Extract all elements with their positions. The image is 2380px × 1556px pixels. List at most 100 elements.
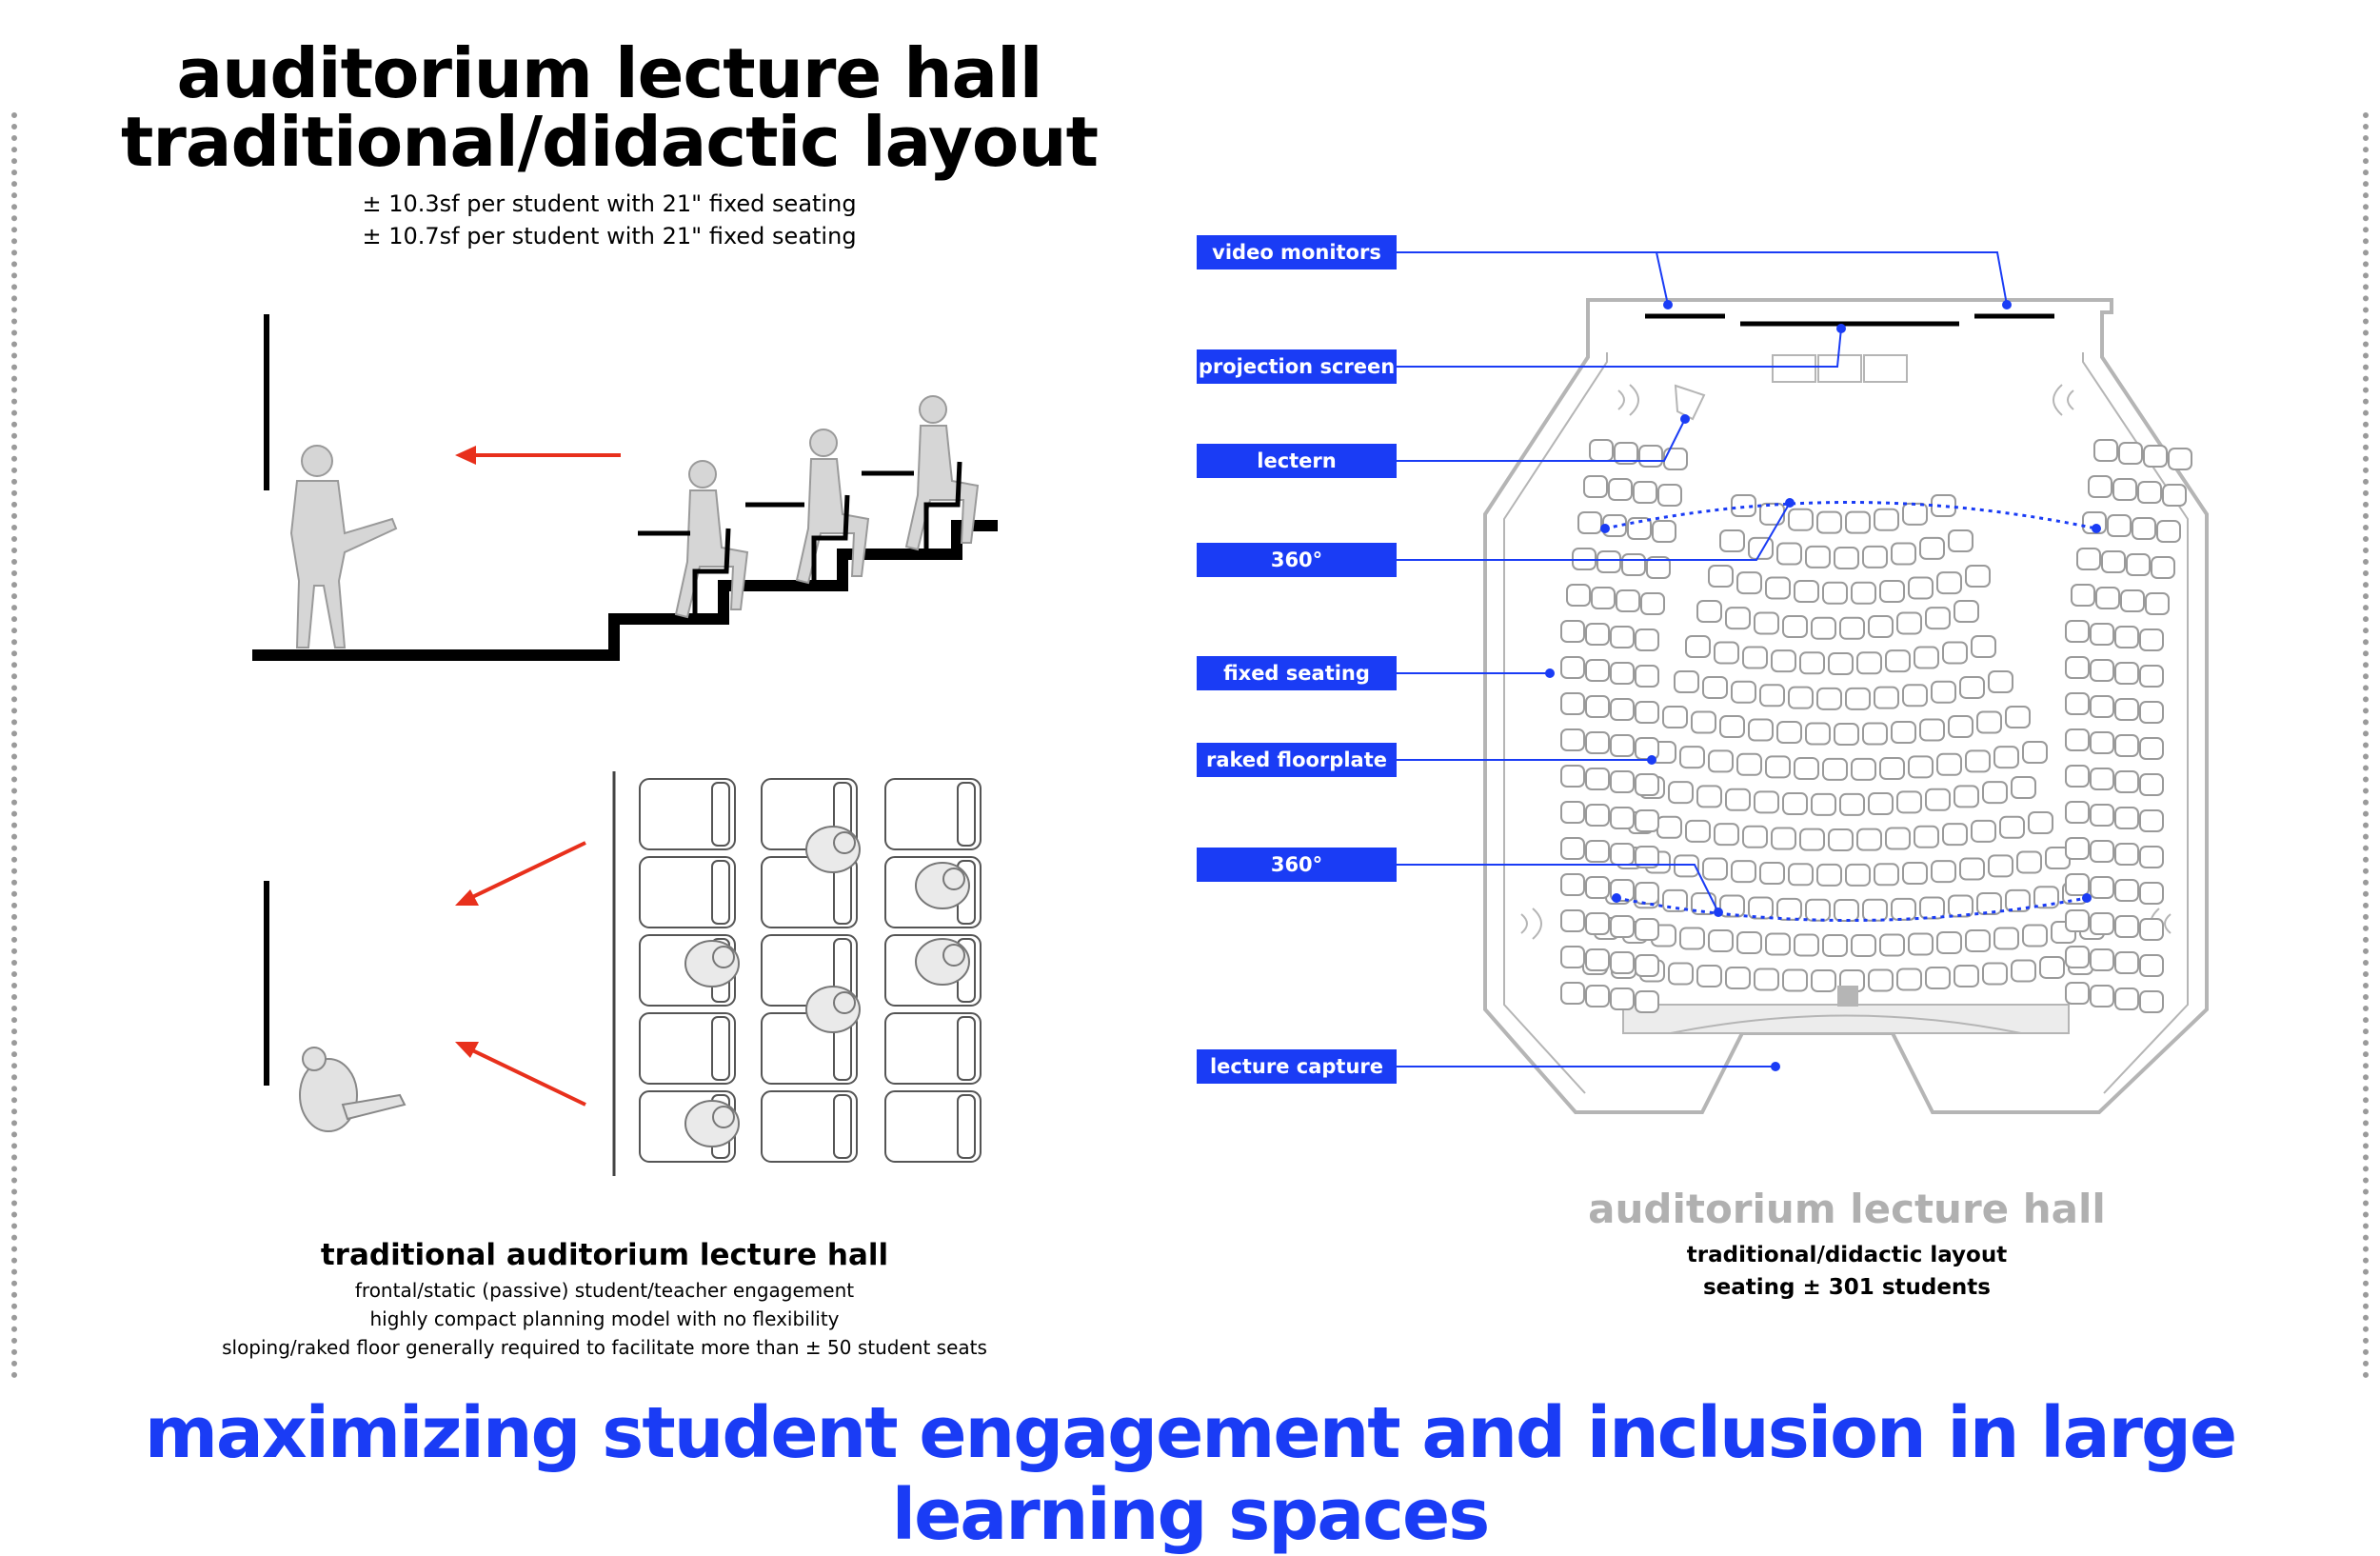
side-seat <box>2168 448 2192 470</box>
seat <box>1822 757 1848 781</box>
seat <box>1822 581 1848 605</box>
side-seat <box>2114 879 2139 902</box>
side-seat <box>1635 701 1659 724</box>
side-seat <box>1585 985 1610 1007</box>
auditorium-floor-plan <box>1483 298 2209 1114</box>
seat <box>1925 607 1951 630</box>
right-caption-title: auditorium lecture hall <box>1588 1186 2106 1232</box>
side-seat <box>2076 548 2101 570</box>
seat <box>1993 746 2019 769</box>
right-dotted-border <box>2363 112 2369 1379</box>
bottom-headline: maximizing student engagement and inclus… <box>144 1392 2237 1556</box>
side-seat <box>2120 589 2145 612</box>
seat <box>1696 600 1722 623</box>
seat <box>1845 510 1871 534</box>
side-seat <box>2065 692 2090 715</box>
side-seat <box>2114 626 2139 648</box>
side-seat <box>2065 837 2090 860</box>
side-seat <box>1591 587 1616 609</box>
side-seat <box>1610 626 1635 648</box>
student-row-3 <box>862 395 980 552</box>
seat <box>1799 828 1825 851</box>
seat <box>1965 565 1991 588</box>
seat <box>1776 897 1802 921</box>
seat <box>1965 749 1991 773</box>
seat <box>2022 741 2048 764</box>
seat <box>1931 494 1956 517</box>
seat <box>1754 611 1779 635</box>
seat <box>1668 781 1694 805</box>
seat <box>1776 721 1802 744</box>
side-seat <box>2088 475 2112 498</box>
side-seat <box>1560 620 1585 643</box>
seat <box>1971 819 1996 843</box>
leader-arrowhead <box>1680 414 1690 424</box>
side-seat <box>2139 990 2164 1013</box>
side-seat <box>1566 584 1591 607</box>
side-seat <box>2118 442 2143 465</box>
seat <box>2028 811 2053 834</box>
label-raked-floorplate: raked floorplate <box>1197 743 1397 777</box>
seat <box>1874 686 1899 709</box>
side-seat <box>1585 623 1610 646</box>
seat <box>1936 752 1962 776</box>
label-fixed-seating: fixed seating <box>1197 656 1397 690</box>
label-projection-screen: projection screen <box>1197 349 1397 384</box>
seat <box>1874 863 1899 887</box>
side-seat <box>1610 843 1635 866</box>
seat <box>2011 959 2036 983</box>
side-seat <box>2065 909 2090 932</box>
seat <box>1662 888 1688 912</box>
side-seat <box>1610 734 1635 757</box>
seat <box>1799 651 1825 675</box>
seat <box>1828 828 1854 851</box>
seat <box>1891 897 1916 921</box>
side-seat <box>2139 737 2164 760</box>
seat <box>1919 896 1945 920</box>
seat <box>1896 968 1922 991</box>
side-seat <box>2139 918 2164 941</box>
section-view <box>252 314 998 661</box>
label-video-monitors: video monitors <box>1197 235 1397 269</box>
leader-arrowhead <box>1771 1062 1780 1071</box>
seat <box>1988 854 2013 878</box>
left-caption-line3: sloping/raked floor generally required t… <box>222 1336 987 1359</box>
seat <box>1691 891 1716 915</box>
side-seat <box>1585 876 1610 899</box>
seat <box>1771 827 1796 850</box>
plan-arrow-lower <box>466 1046 586 1107</box>
seat <box>1868 792 1894 816</box>
seat <box>1805 545 1831 569</box>
teacher-figure <box>289 445 398 648</box>
seat <box>1696 964 1722 987</box>
side-seat <box>1560 837 1585 860</box>
seat <box>1719 894 1745 918</box>
side-seat <box>2139 665 2164 688</box>
seat <box>1868 615 1894 638</box>
side-seat <box>1585 912 1610 935</box>
plan-chair-back <box>957 1016 976 1081</box>
side-seat <box>2090 659 2114 682</box>
side-seat <box>2114 915 2139 938</box>
side-seat <box>2114 807 2139 829</box>
seat <box>1908 576 1934 600</box>
seat <box>1868 968 1894 992</box>
side-seat <box>1633 481 1657 504</box>
side-seat <box>2139 954 2164 977</box>
right-caption-line2: seating ± 301 students <box>1702 1275 1991 1300</box>
side-seat <box>2095 587 2120 609</box>
seat <box>1942 641 1968 665</box>
side-seat <box>1585 840 1610 863</box>
side-seat <box>2090 768 2114 790</box>
seat <box>1822 933 1848 957</box>
seat <box>1811 968 1836 992</box>
side-seat <box>2071 584 2095 607</box>
plan-screens <box>1645 313 2054 327</box>
side-seat <box>1585 804 1610 827</box>
seat <box>1851 933 1876 957</box>
seat <box>1754 790 1779 814</box>
seat <box>1839 616 1865 640</box>
seat <box>1834 899 1859 922</box>
students-top-view <box>684 826 970 1147</box>
seat <box>1765 755 1791 779</box>
